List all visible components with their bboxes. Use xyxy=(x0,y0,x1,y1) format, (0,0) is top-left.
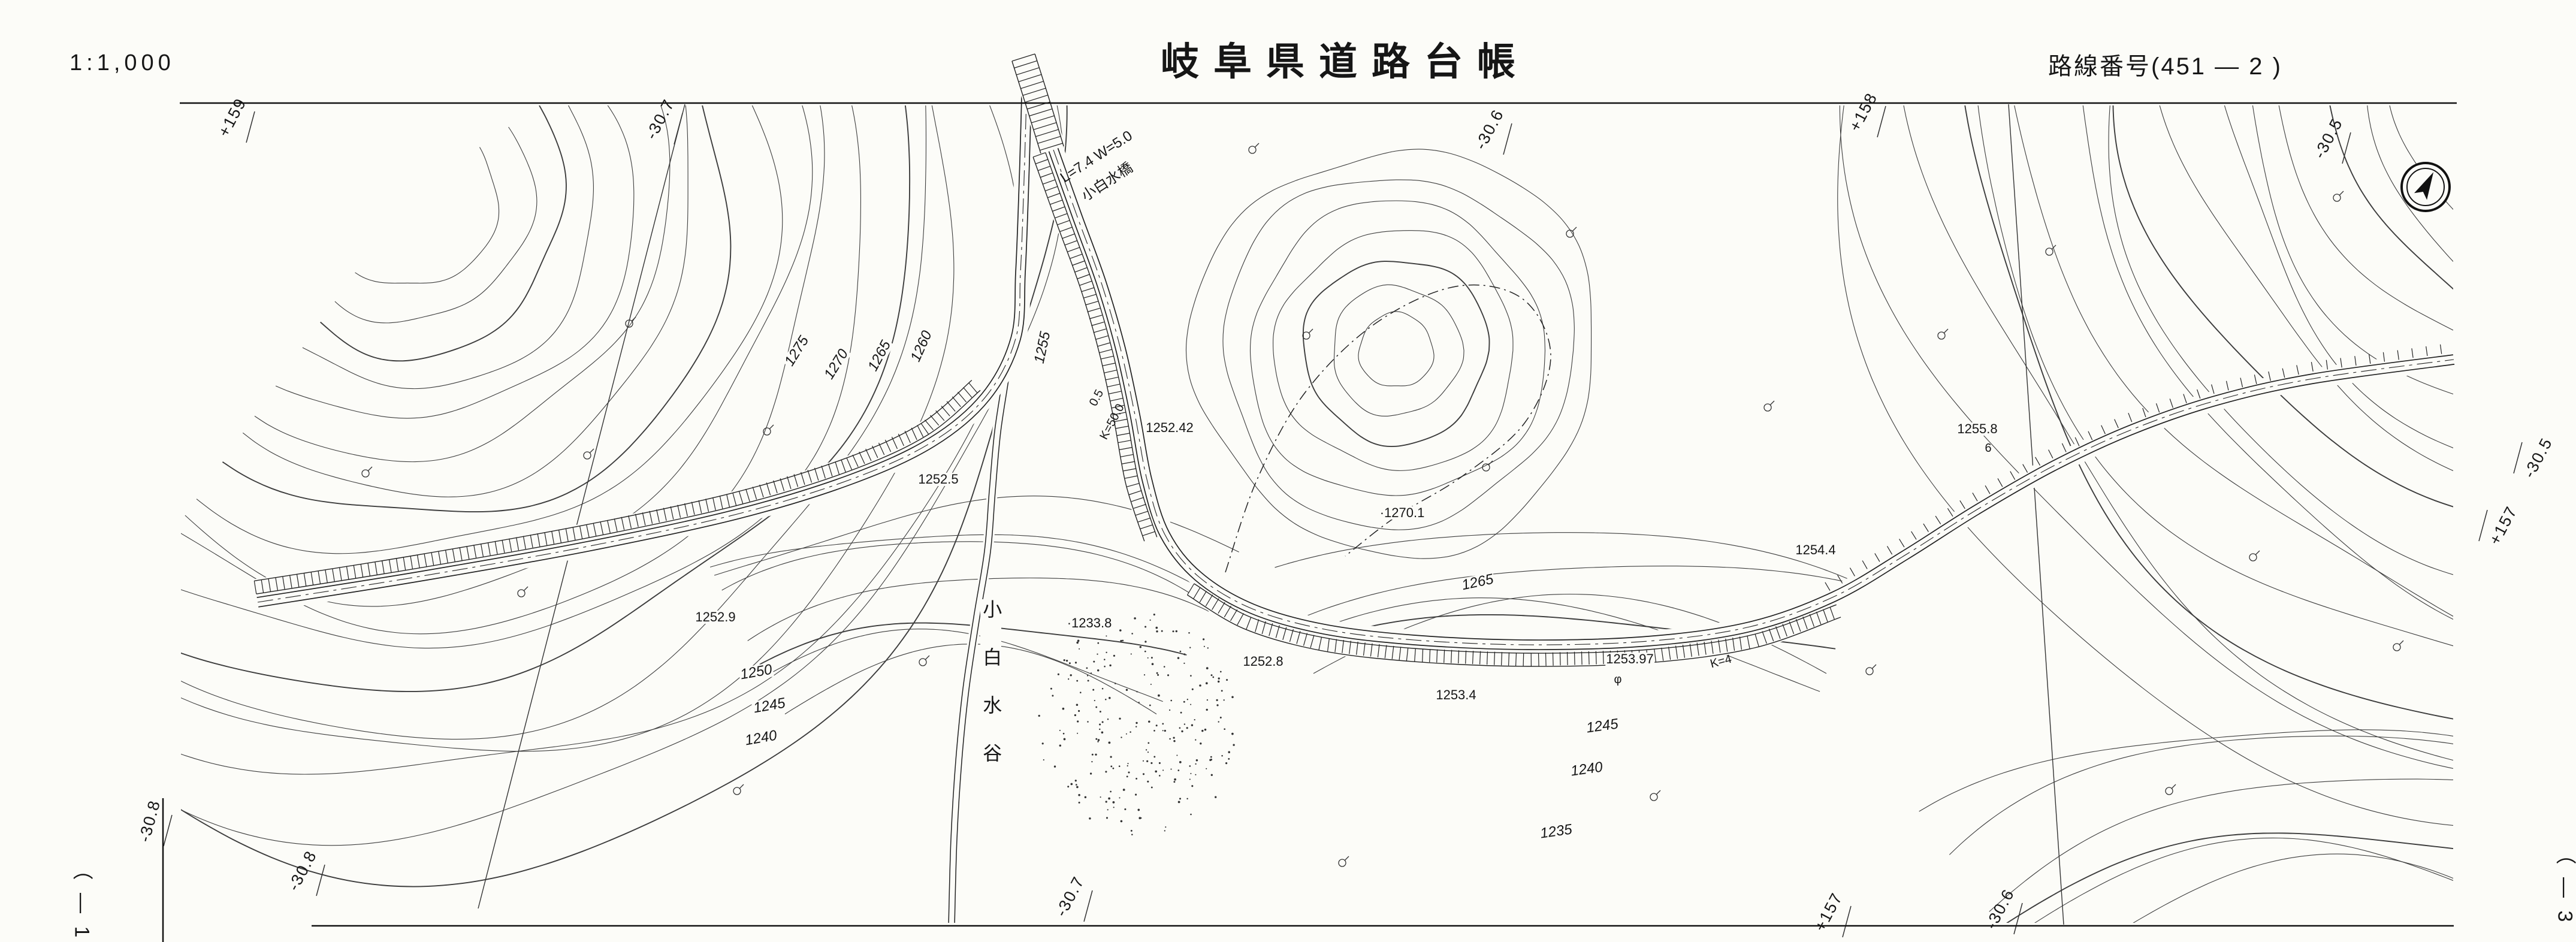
spot-height-label: 1252.8 xyxy=(1242,654,1284,669)
spot-height-label: ·1270.1 xyxy=(1379,505,1426,520)
grid-coordinate-label: +157 xyxy=(1811,889,1846,935)
adjacent-sheet-ref-right: （ — 3 xyxy=(2553,844,2576,926)
tree-symbols xyxy=(361,143,2404,867)
grid-coordinate-label: -30.8 xyxy=(284,847,321,894)
contour-elevation-label: 1265 xyxy=(865,337,895,375)
contour-elevation-label: 1245 xyxy=(1584,715,1621,736)
contour-lines xyxy=(181,105,2453,923)
station-label: 6 xyxy=(1985,442,1992,455)
spot-height-label: 1252.5 xyxy=(917,472,959,487)
route-number-label: 路線番号(451 — 2 ) xyxy=(2048,53,2282,80)
boundary-line xyxy=(1225,284,1551,573)
grid-coordinate-label: -30.8 xyxy=(135,798,164,844)
road xyxy=(253,53,2456,669)
scree-dots xyxy=(1038,614,1235,836)
station-label: K=4 xyxy=(1708,652,1734,671)
contour-elevation-label: 1240 xyxy=(742,727,780,749)
sheet-border xyxy=(162,102,2457,942)
grid-coordinate-label: +158 xyxy=(1846,89,1881,135)
station-label: K=50.0 xyxy=(1097,401,1127,442)
grid-coordinate-label: +159 xyxy=(215,95,250,140)
grid-coordinate-label: -30.6 xyxy=(1471,106,1508,153)
spot-height-label: 1252.9 xyxy=(694,609,736,624)
grid-coordinate-label: -30.5 xyxy=(2520,434,2556,481)
contour-elevation-label: 1260 xyxy=(907,327,935,366)
adjacent-sheet-ref-left: （ — 1 xyxy=(70,859,93,941)
contour-elevation-label: 1270 xyxy=(820,346,852,383)
station-label: 0.5 xyxy=(1086,387,1107,409)
spot-height-label: 1254.4 xyxy=(1795,542,1837,557)
grid-coordinate-label: -30.6 xyxy=(1982,886,2018,932)
stream-line xyxy=(946,298,1021,923)
spot-height-label: 1253.97 xyxy=(1605,651,1654,666)
spot-height-label: 1252.42 xyxy=(1145,420,1194,435)
north-arrow-icon xyxy=(2400,162,2451,212)
contour-elevation-label: 1265 xyxy=(1459,570,1496,594)
grid-coordinate-label: +157 xyxy=(2486,503,2521,548)
grid-coordinate-label: -30.5 xyxy=(2310,115,2347,162)
contour-elevation-label: 1235 xyxy=(1538,821,1575,842)
grid-coordinate-label: -30.7 xyxy=(642,96,678,143)
survey-grid-lines xyxy=(163,104,2523,938)
contour-elevation-label: 1250 xyxy=(738,661,775,683)
station-label: φ xyxy=(1614,673,1622,686)
valley-name-label: 小白水谷 xyxy=(980,599,1002,791)
grid-coordinate-label: -30.7 xyxy=(1052,873,1088,920)
contour-elevation-label: 1240 xyxy=(1568,759,1605,780)
contour-elevation-label: 1245 xyxy=(751,695,788,717)
contour-elevation-label: 1275 xyxy=(781,333,813,370)
map-scale-label: 1:1,000 xyxy=(70,50,175,76)
contour-elevation-label: 1255 xyxy=(1031,329,1054,366)
spot-height-label: 1255.8 xyxy=(1956,421,1998,436)
spot-height-label: 1253.4 xyxy=(1435,687,1477,702)
page-title: 岐阜県道路台帳 xyxy=(1161,40,1530,83)
spot-height-label: ·1233.8 xyxy=(1066,615,1113,630)
